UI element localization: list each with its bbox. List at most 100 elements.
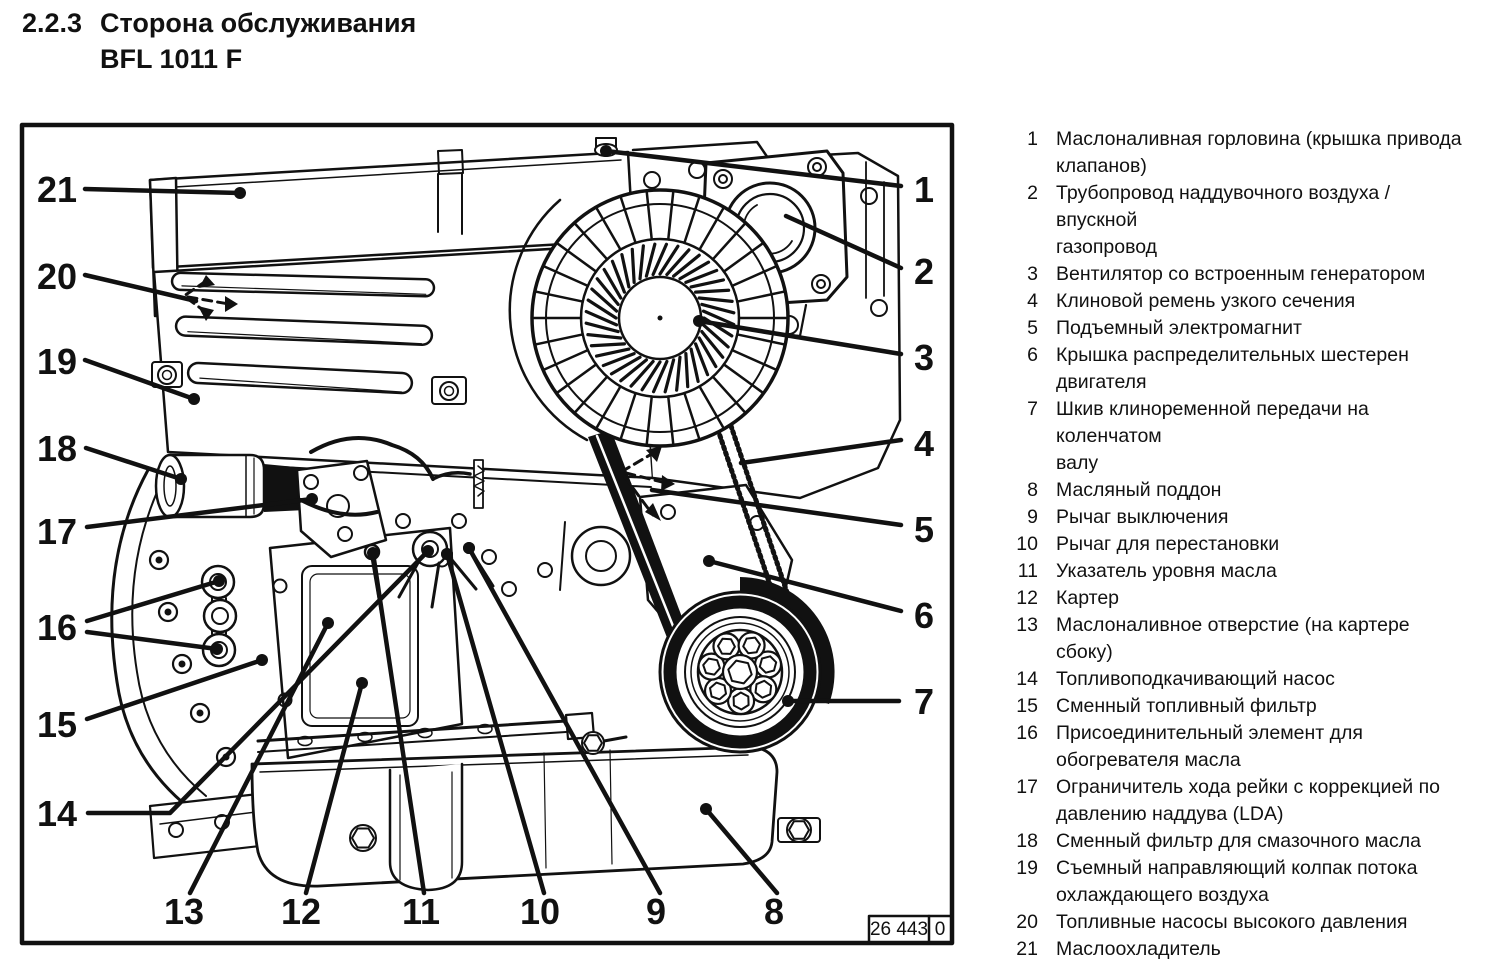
legend-item-number: 11 [1017,560,1038,582]
callout-leader-dot [213,575,225,587]
fan-blade [701,309,736,327]
callout-leader [649,487,904,528]
callout-number: 20 [37,256,77,297]
callout-9: 9 [463,542,666,932]
legend-item-number: 1 [1027,128,1038,150]
fan-cage-spoke [645,191,653,241]
fan-blade [644,242,657,278]
fan-blade [700,329,725,359]
callout-4: 4 [738,423,934,466]
fan-cage-spoke [535,290,584,303]
callout-number: 16 [37,607,77,648]
legend-item-text: Сменный фильтр для смазочного масла [1056,830,1421,852]
fan-cage-spoke [667,395,675,445]
pulley-bolt [709,681,727,701]
fan-cage-spoke [736,333,785,346]
callout-leader [82,357,197,402]
fan-cage-spoke [535,333,584,346]
fan-blade [601,351,636,368]
legend-item-text: Рычаг для перестановки [1056,533,1280,555]
legend-item-number: 17 [1016,776,1038,798]
fan-cage-spoke [711,375,746,413]
fan-blade [640,360,662,392]
callout-leader-dot [322,617,334,629]
fan-blade [584,321,620,334]
legend-item-text: Шкив клиноременной передачи на коленчато… [1056,398,1369,474]
callout-3: 3 [693,315,934,378]
callout-leader [370,550,427,896]
legend-item-number: 6 [1027,344,1038,366]
callout-20: 20 [37,256,199,304]
housing-bolt-hole [196,709,204,717]
housing-bolt-hole [171,653,193,675]
fan-blade [675,355,682,392]
oil-pan [250,731,821,892]
callout-leader [303,680,365,896]
fan-blade [697,336,718,369]
fan-cage-spoke [722,242,764,273]
legend-item-number: 5 [1027,317,1038,339]
fan-blade [620,252,631,289]
governor-pump-cluster [295,435,553,614]
callout-number: 18 [37,428,77,469]
section-title-line2: BFL 1011 F [100,44,243,74]
callout-leader-dot [188,393,200,405]
fan-cage-spoke [574,375,609,413]
legend-item-text: Маслоналивное отверстие (на картере сбок… [1056,614,1410,663]
housing-bolt-hole [215,746,237,768]
legend-item-text: Топливоподкачивающий насос [1056,668,1335,690]
fan-blade [590,287,619,313]
legend-item-text: Трубопровод наддувочного воздуха / впуск… [1056,182,1391,258]
callout-number: 21 [37,169,77,210]
legend-item-number: 19 [1016,857,1038,879]
fan-blade [586,298,618,320]
fan-blade [684,351,690,389]
callout-2: 2 [783,213,934,292]
pulley-bolt [754,679,773,699]
callout-leader-dot [463,542,475,554]
callout-leader [783,213,904,271]
fan-blade [689,347,700,384]
callout-leader [444,551,547,896]
callout-number: 6 [914,595,934,636]
callout-leader-dot [211,643,223,655]
callout-12: 12 [281,677,368,932]
section-number: 2.2.3 [22,8,83,38]
hex-bolt [788,820,810,840]
legend-item-text: Указатель уровня масла [1056,560,1277,582]
callout-number: 13 [164,891,204,932]
fan-blade [697,296,734,303]
legend-item-number: 7 [1027,398,1038,420]
callout-14: 14 [37,545,434,834]
fan-cage-spoke [683,391,701,440]
callout-1: 1 [600,145,934,210]
fan-cage-spoke [543,265,590,288]
callout-leader [84,629,220,652]
legend-item-number: 10 [1016,533,1038,555]
fan-cage-spoke [722,363,764,394]
callout-leader-dot [256,654,268,666]
callout-leader [738,437,904,466]
fan-cage-spoke [711,223,746,261]
fan-blade [689,278,726,289]
callout-leader-dot [422,545,434,557]
callout-16: 16 [37,575,225,655]
legend-item-text: Сменный топливный фильтр [1056,695,1317,717]
legend-item-text: Рычаг выключения [1056,506,1229,528]
callout-leader [83,445,184,482]
fan-cage-spoke [574,223,609,261]
fan-blade [700,302,736,315]
